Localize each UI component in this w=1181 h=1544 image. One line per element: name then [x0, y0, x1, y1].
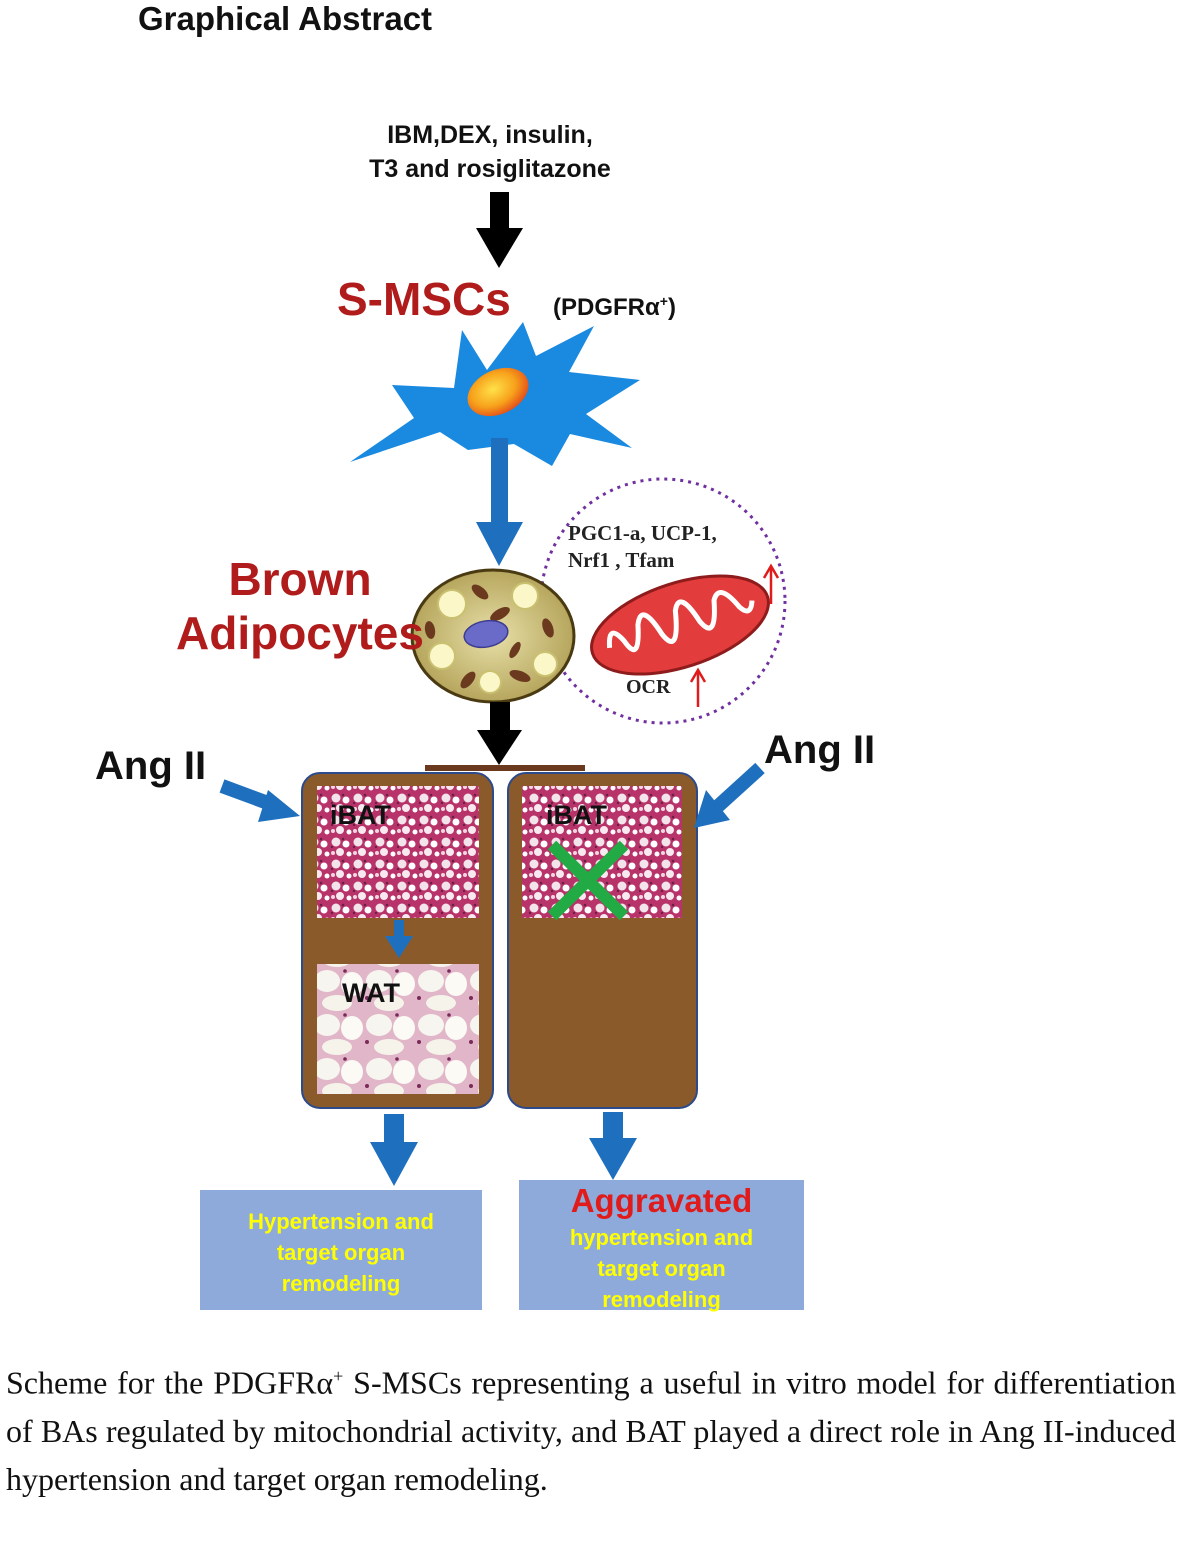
brown-adipocytes-line-1: Brown	[228, 553, 372, 605]
arrow-ibat-to-wat	[385, 920, 413, 958]
brown-adipocytes-line-2: Adipocytes	[176, 607, 424, 659]
outcome-box-left: Hypertension and target organ remodeling	[200, 1190, 482, 1310]
outcome-left-line-1: Hypertension and	[248, 1209, 434, 1234]
ibat-label-left: iBAT	[330, 800, 391, 830]
outcome-box-right: Aggravated hypertension and target organ…	[519, 1180, 804, 1312]
figure-caption: Scheme for the PDGFRα+ S-MSCs representi…	[6, 1352, 1176, 1503]
ibat-histology-left	[317, 786, 479, 918]
mitochondrial-genes: PGC1-a, UCP-1, Nrf1 , Tfam	[568, 520, 717, 574]
ang-ii-label-right: Ang II	[764, 728, 876, 772]
treatment-label: IBM,DEX, insulin, T3 and rosiglitazone	[300, 118, 680, 186]
arrow-to-outcome-left	[370, 1114, 418, 1186]
pdgfr-marker: (PDGFRα+)	[553, 293, 676, 322]
smsc-label: S-MSCs	[337, 273, 511, 325]
treatment-line-2: T3 and rosiglitazone	[369, 155, 611, 183]
pdgfr-marker-sup: +	[659, 293, 668, 309]
page-title: Graphical Abstract	[138, 0, 433, 37]
blocked-x-icon	[547, 840, 629, 921]
brown-adipocyte-shape	[410, 568, 576, 704]
caption-part-2: S-MSCs representing a useful in vitro mo…	[6, 1364, 1177, 1497]
arrow-ang-ii-left	[219, 779, 300, 822]
ocr-label: OCR	[626, 676, 671, 698]
aggravated-label: Aggravated	[570, 1182, 753, 1219]
outcome-right-line-2: target organ	[597, 1256, 726, 1281]
arrow-to-outcome-right	[589, 1112, 637, 1180]
genes-line-1: PGC1-a, UCP-1,	[568, 521, 717, 545]
ang-ii-label-left: Ang II	[95, 744, 207, 788]
arrow-smsc-to-adipocyte	[476, 438, 523, 566]
arrow-treatment-to-smsc	[476, 192, 523, 268]
up-arrow-icon	[762, 563, 780, 604]
ibat-label-right: iBAT	[546, 800, 607, 830]
pdgfr-marker-close: )	[667, 294, 676, 321]
caption-part-1: Scheme for the PDGFRα	[6, 1364, 334, 1401]
outcome-left-line-2: target organ	[276, 1240, 406, 1265]
wat-label: WAT	[342, 978, 400, 1008]
arrow-adipocyte-to-tissue	[477, 702, 522, 765]
treatment-line-1: IBM,DEX, insulin,	[387, 121, 593, 149]
mitochondria-callout	[539, 477, 787, 725]
caption-sup: +	[333, 1366, 344, 1386]
outcome-right-line-1: hypertension and	[569, 1225, 754, 1250]
outcome-left-line-3: remodeling	[281, 1271, 401, 1296]
wat-histology	[317, 964, 479, 1094]
arrow-ang-ii-right	[694, 762, 765, 828]
brown-adipocytes-label: Brown Adipocytes	[150, 552, 450, 660]
genes-line-2: Nrf1 , Tfam	[568, 548, 675, 572]
stem-cell-shape	[350, 322, 640, 466]
pdgfr-marker-text: (PDGFRα	[553, 294, 660, 321]
outcome-right-line-3: remodeling	[602, 1287, 721, 1312]
branch-bar	[425, 765, 585, 771]
up-arrow-icon	[689, 667, 707, 707]
